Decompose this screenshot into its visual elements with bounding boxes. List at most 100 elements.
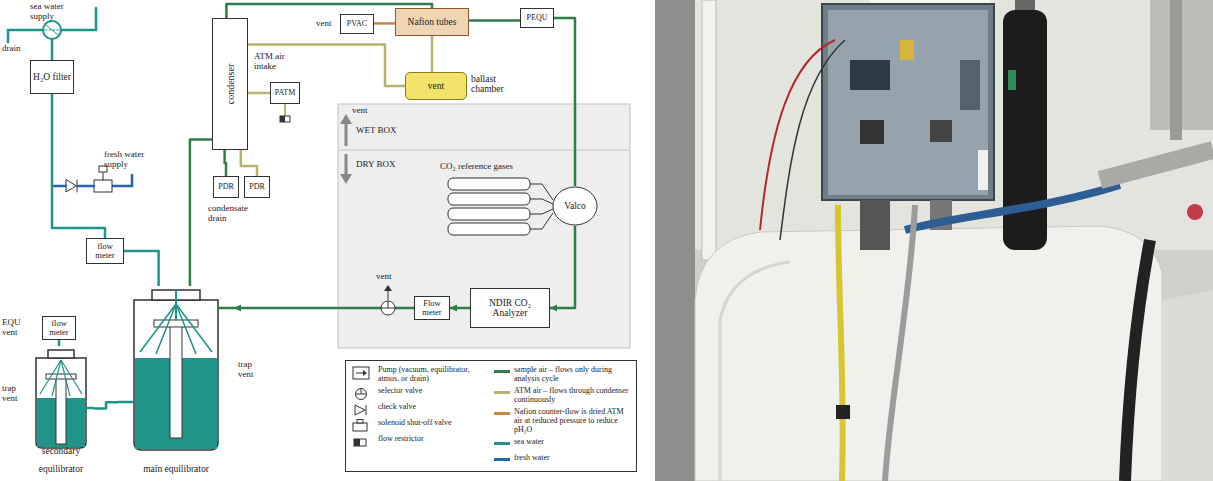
pipe-connector (241, 150, 257, 176)
legend-entry: flow restrictor (350, 435, 490, 444)
arrow-head (550, 305, 557, 312)
ballast-chamber: vent ballast chamber (405, 72, 517, 100)
component-label: Valco (564, 201, 586, 211)
legend-entry: sea water (494, 438, 634, 447)
pipe-connector (58, 340, 61, 346)
component-box: flow meter (86, 238, 124, 264)
selector-valve-symbol (388, 301, 389, 308)
text-label: sea water supply (30, 2, 80, 22)
equilibrator-label: main equilibrator (143, 464, 209, 474)
pipe-connector (374, 22, 395, 25)
component-box: PEQU (520, 8, 554, 28)
text-label: drain (2, 44, 21, 54)
legend-symbol (350, 366, 372, 380)
legend-entry: selector valve (350, 387, 490, 396)
component-label: flow meter (45, 319, 73, 338)
legend-symbol (350, 435, 372, 449)
legend-entry: check valve (350, 403, 490, 412)
component-label: Nafion tubes (408, 17, 457, 27)
text-label: fresh water supply (104, 150, 148, 170)
legend-symbol (350, 419, 372, 433)
component-box: PVAC (340, 14, 374, 34)
component-label: H₂O filter (33, 72, 71, 82)
legend-entry: fresh water (494, 454, 634, 463)
component-label: vent (428, 81, 444, 91)
text-label: ATM air intake (254, 52, 298, 72)
legend-swatch (494, 370, 510, 373)
legend-swatch (494, 391, 510, 394)
equilibrator-shape (118, 286, 234, 452)
text-label: DRY BOX (356, 160, 395, 170)
pipe-connector (124, 251, 159, 286)
pipe-connector (94, 402, 118, 408)
legend-swatch (494, 458, 510, 461)
component-box: Flow meter (414, 296, 450, 320)
pipe-connector (550, 226, 575, 308)
legend-swatch (494, 442, 510, 445)
legend-text: sample air – flows only during analysis … (514, 366, 634, 384)
legend-text: flow restrictor (378, 435, 490, 444)
legend-entry: sample air – flows only during analysis … (494, 366, 634, 384)
pipe-connector (554, 18, 575, 186)
component-label: PVAC (347, 20, 367, 29)
legend-text: check valve (378, 403, 490, 412)
legend-text: solenoid shut-off valve (378, 419, 490, 428)
component-box: H₂O filter (30, 60, 74, 94)
component-label: flow meter (89, 242, 121, 261)
text-label: vent (316, 19, 332, 29)
text-label: CO₂ reference gases (440, 162, 513, 172)
component-box: flow meter (42, 316, 76, 340)
pipe-connector (52, 94, 105, 238)
legend-text: selector valve (378, 387, 490, 396)
equilibrator-shape (28, 346, 94, 450)
legend-symbol (350, 387, 372, 401)
legend-text: ATM air – flows through condenser contin… (514, 387, 634, 405)
caption-area: main equilibrator (118, 458, 234, 476)
legend-text: Pump (vacuum, equilibrator, atmos. or dr… (378, 366, 490, 384)
component-box: NDIR CO₂ Analyzer (470, 288, 550, 328)
text-label: EQU vent (2, 318, 36, 338)
equilibrator-label: secondary equilibrator (39, 446, 83, 474)
component-label: PDR (249, 183, 265, 192)
selector-valve-symbol (381, 301, 395, 315)
legend-text: Nafion counter-flow is dried ATM air at … (514, 408, 634, 435)
legend-text: fresh water (514, 454, 634, 463)
valve-outline (553, 187, 597, 225)
caption-area: secondary equilibrator (28, 440, 94, 476)
equilibrator: main equilibrator (118, 286, 234, 476)
equilibrator: secondary equilibrator (28, 346, 94, 476)
legend-entry: ATM air – flows through condenser contin… (494, 387, 634, 405)
selector-valve-symbol (381, 301, 395, 315)
pipe-connector (248, 44, 405, 86)
component-label: Flow meter (417, 299, 447, 318)
pipe-connector (469, 19, 520, 22)
component-heading: ballast chamber (471, 74, 517, 95)
text-label: trap vent (238, 360, 264, 380)
legend-swatch (494, 412, 510, 415)
photo (655, 0, 1213, 481)
component-label: PDR (218, 183, 234, 192)
legend-entry: Pump (vacuum, equilibrator, atmos. or dr… (350, 366, 490, 384)
pipe-connector (431, 36, 434, 72)
pipe-connector (225, 150, 226, 176)
component-label: PEQU (527, 14, 548, 23)
arrow-head (234, 305, 241, 312)
legend-box: Pump (vacuum, equilibrator, atmos. or dr… (345, 360, 637, 472)
text-label: WET BOX (356, 126, 397, 136)
component-label: PATM (275, 89, 296, 98)
legend-entry: solenoid shut-off valve (350, 419, 490, 428)
component-label: NDIR CO₂ Analyzer (473, 298, 547, 319)
condenser-box: condenser (212, 18, 248, 150)
component-label: condenser (225, 64, 236, 105)
pipe-connector (248, 92, 270, 95)
legend-entry: Nafion counter-flow is dried ATM air at … (494, 408, 634, 435)
text-label: vent (376, 272, 392, 282)
component-box: Nafion tubes (395, 8, 469, 36)
ballast-shape: vent (405, 72, 467, 100)
legend-text: sea water (514, 438, 634, 447)
component-box: PDR (213, 176, 239, 198)
component-box: PATM (270, 82, 300, 104)
component-box: PDR (244, 176, 270, 198)
arrow-head (450, 305, 457, 312)
